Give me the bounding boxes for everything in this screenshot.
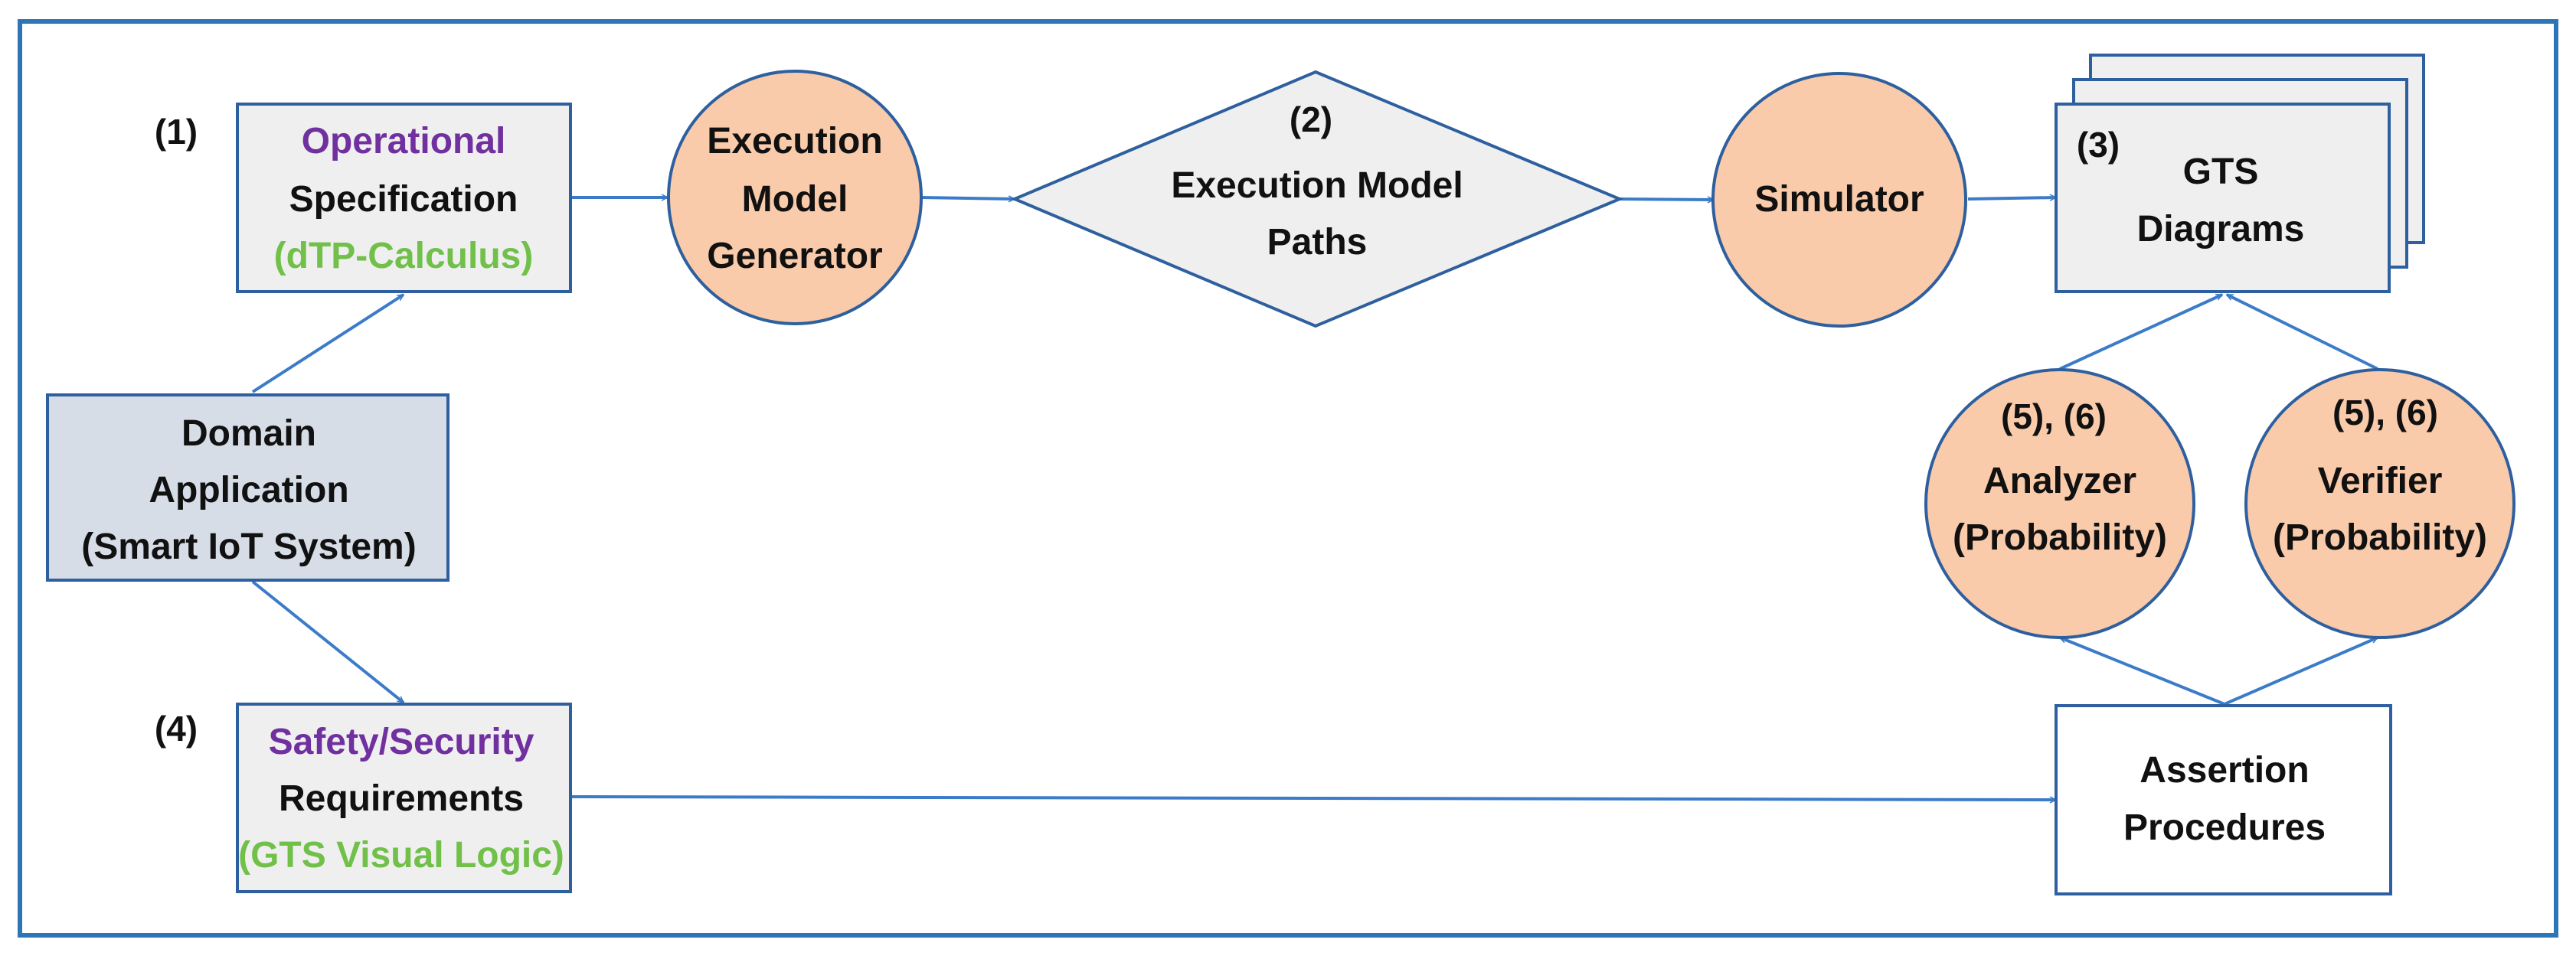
requirements-label: Requirements xyxy=(279,778,524,819)
verifier-line1: Verifier xyxy=(2318,461,2443,501)
specification-label: Specification xyxy=(289,179,518,220)
generator-line3: Generator xyxy=(707,236,882,276)
edge-simulator-to-gts xyxy=(1967,197,2056,199)
domain-line2: Application xyxy=(149,470,348,510)
node-execution-model-generator: Execution Model Generator xyxy=(667,70,923,325)
node-assertion-procedures: Assertion Procedures xyxy=(2055,704,2392,895)
step-number: (2) xyxy=(1290,99,1332,139)
verifier-line2: (Probability) xyxy=(2273,517,2487,558)
step-number: (5), (6) xyxy=(2332,393,2438,432)
domain-line3: (Smart IoT System) xyxy=(81,527,416,567)
node-gts-diagrams: (3) GTS Diagrams xyxy=(2055,54,2425,293)
dtp-calculus-label: (dTP-Calculus) xyxy=(274,236,534,276)
simulator-circle xyxy=(1711,72,1967,328)
gts-line1: GTS xyxy=(2183,152,2259,192)
assertion-line1: Assertion xyxy=(2140,750,2309,791)
edges xyxy=(251,197,2378,800)
step-number: (5), (6) xyxy=(2001,396,2107,436)
analyzer-line2: (Probability) xyxy=(1953,517,2167,558)
paths-line2: Paths xyxy=(1267,222,1368,263)
domain-line1: Domain xyxy=(181,413,316,454)
edge-analyzer-to-gts xyxy=(2059,293,2222,370)
requirements-box xyxy=(236,703,572,893)
edge-domain-to-spec xyxy=(251,293,404,393)
edge-domain-to-requirements xyxy=(251,580,404,704)
paths-diamond xyxy=(1010,70,1624,328)
simulator-label: Simulator xyxy=(1754,179,1924,220)
node-domain-application: Domain Application (Smart IoT System) xyxy=(46,393,449,582)
generator-line2: Model xyxy=(742,179,848,220)
paths-line1: Execution Model xyxy=(1171,165,1463,206)
edge-paths-to-simulator xyxy=(1619,199,1714,200)
analyzer-line1: Analyzer xyxy=(1983,461,2136,501)
safety-security-keyword: Safety/Security xyxy=(269,722,534,762)
edge-generator-to-paths xyxy=(920,197,1015,199)
verifier-circle xyxy=(2244,368,2516,639)
analyzer-circle xyxy=(1924,368,2195,639)
node-operational-specification: (1) Operational Specification (dTP-Calcu… xyxy=(155,103,572,293)
step-number: (3) xyxy=(2077,125,2120,165)
node-simulator: Simulator xyxy=(1711,72,1967,328)
edge-assertion-to-verifier xyxy=(2224,636,2378,706)
assertion-procedures-box xyxy=(2055,704,2392,895)
diagram-frame xyxy=(18,19,2558,938)
step-number: (1) xyxy=(155,112,198,152)
edge-verifier-to-gts xyxy=(2227,293,2378,370)
generator-line1: Execution xyxy=(707,121,882,161)
node-execution-model-paths: (2) Execution Model Paths xyxy=(1010,70,1624,328)
step-number: (4) xyxy=(155,709,198,749)
domain-application-box xyxy=(46,393,449,582)
assertion-line2: Procedures xyxy=(2123,807,2326,848)
operational-keyword: Operational xyxy=(302,121,506,161)
node-safety-security-requirements: (4) Safety/Security Requirements (GTS Vi… xyxy=(155,703,572,893)
gts-diagrams-box xyxy=(2055,103,2391,293)
edge-requirements-to-assertion xyxy=(570,795,2056,800)
generator-circle xyxy=(667,70,923,325)
edge-assertion-to-analyzer xyxy=(2060,636,2225,706)
gts-visual-logic-label: (GTS Visual Logic) xyxy=(238,835,564,876)
gts-line2: Diagrams xyxy=(2137,209,2305,250)
node-verifier: (5), (6) Verifier (Probability) xyxy=(2244,368,2516,639)
operational-spec-box xyxy=(236,103,572,293)
node-analyzer: (5), (6) Analyzer (Probability) xyxy=(1924,368,2195,639)
